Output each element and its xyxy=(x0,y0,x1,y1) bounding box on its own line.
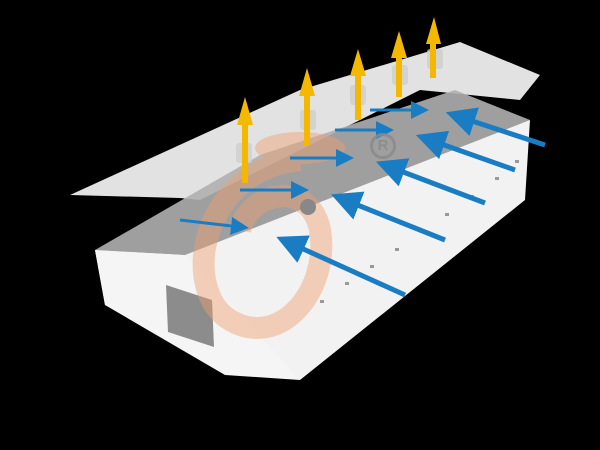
registered-trademark-mark: R xyxy=(370,133,396,159)
interior-airflow-arrows xyxy=(179,101,429,235)
watermark-dot xyxy=(300,199,316,215)
intake-arrows xyxy=(276,107,546,298)
watermark-logo xyxy=(192,132,345,339)
door xyxy=(166,285,214,347)
exhaust-fans xyxy=(236,17,443,183)
